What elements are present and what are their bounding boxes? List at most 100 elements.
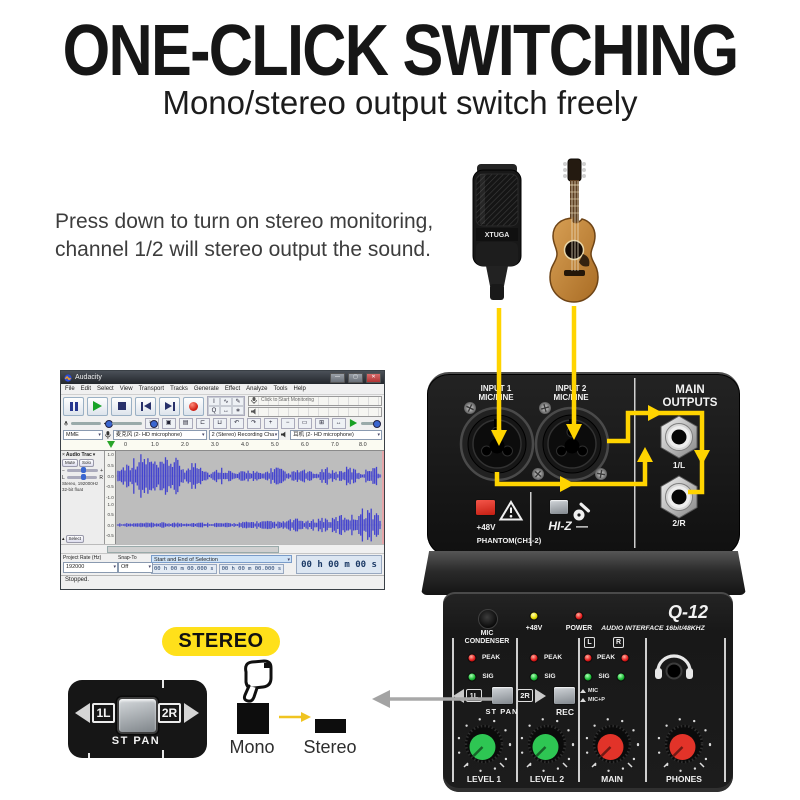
envelope-tool-button[interactable]: ∿ bbox=[220, 397, 232, 406]
scrollbar-thumb[interactable] bbox=[107, 546, 279, 553]
recording-meter[interactable]: Click to Start Monitoring bbox=[248, 395, 382, 406]
model-label: Q-12 bbox=[667, 602, 709, 622]
tick-7: 7.0 bbox=[331, 442, 339, 448]
mic-brand-label: XTUGA bbox=[485, 232, 510, 239]
fit-selection-button[interactable]: ▭ bbox=[297, 417, 312, 429]
strip-divider bbox=[452, 638, 454, 782]
stpan-2r-box: 2R bbox=[517, 689, 533, 702]
mute-button[interactable]: Mute bbox=[62, 459, 79, 467]
track-close-icon[interactable]: × bbox=[62, 452, 65, 458]
mixer-front-panel: Q-12 MIC CONDENSER +48V POWER AUDIO INTE… bbox=[443, 592, 733, 792]
warning-triangle-icon bbox=[498, 500, 524, 521]
selection-tool-button[interactable]: I bbox=[208, 397, 220, 406]
maximize-button[interactable]: ▢ bbox=[348, 372, 363, 383]
audio-position-display: 00 h 00 m 00 s bbox=[296, 555, 382, 574]
selection-mode-select[interactable]: Start and End of Selection bbox=[151, 555, 292, 563]
menu-analyze[interactable]: Analyze bbox=[246, 386, 268, 392]
zoom-toggle-button[interactable]: ↔ bbox=[331, 417, 346, 429]
play-button[interactable] bbox=[87, 396, 108, 416]
minimize-button[interactable]: — bbox=[330, 372, 345, 383]
output-1L-label: 1/L bbox=[672, 460, 686, 470]
tick-6: 6.0 bbox=[301, 442, 309, 448]
menu-edit[interactable]: Edit bbox=[80, 386, 92, 392]
skip-end-button[interactable] bbox=[159, 396, 180, 416]
strip-divider bbox=[645, 638, 647, 782]
record-channels-select[interactable]: 2 (Stereo) Recording Cha bbox=[208, 429, 280, 440]
playback-meter[interactable] bbox=[248, 406, 382, 417]
skip-start-button[interactable] bbox=[135, 396, 156, 416]
play-at-speed-button[interactable] bbox=[349, 419, 357, 427]
select-button[interactable]: Select bbox=[65, 535, 85, 543]
ch2-sig-label: SIG bbox=[544, 673, 556, 680]
snap-to-select[interactable]: Off bbox=[118, 562, 153, 573]
menu-select[interactable]: Select bbox=[97, 386, 114, 392]
play-speed-slider[interactable] bbox=[360, 419, 381, 428]
zoom-in-button[interactable]: + bbox=[263, 417, 278, 429]
menu-tools[interactable]: Tools bbox=[273, 386, 288, 392]
page-title: ONE-CLICK SWITCHING bbox=[62, 11, 740, 91]
stpan-1l-box: 1L bbox=[466, 689, 482, 702]
playback-volume-slider[interactable] bbox=[111, 419, 158, 428]
trim-button[interactable]: ⊏ bbox=[195, 417, 210, 429]
phantom-voltage-label: +48V bbox=[476, 523, 496, 532]
close-button[interactable]: ✕ bbox=[366, 372, 381, 383]
pause-button[interactable] bbox=[63, 396, 84, 416]
stop-button[interactable] bbox=[111, 396, 132, 416]
fit-project-button[interactable]: ⊞ bbox=[314, 417, 329, 429]
right-channel-box: R bbox=[613, 637, 624, 648]
waveform-left-channel[interactable] bbox=[115, 451, 382, 501]
redo-button[interactable]: ↷ bbox=[246, 417, 261, 429]
rec-mode-mic: MIC bbox=[580, 688, 598, 694]
gain-slider[interactable] bbox=[66, 467, 99, 473]
input-device-select[interactable]: 麦克风 (2- HD microphone) bbox=[112, 429, 207, 440]
mic-volume-icon bbox=[64, 420, 69, 426]
record-button[interactable] bbox=[183, 396, 204, 416]
draw-tool-button[interactable]: ✎ bbox=[232, 397, 244, 406]
menu-effect[interactable]: Effect bbox=[224, 386, 241, 392]
play-pin-icon bbox=[107, 441, 115, 448]
pan-slider[interactable] bbox=[66, 474, 98, 480]
menu-file[interactable]: File bbox=[65, 386, 75, 392]
menu-view[interactable]: View bbox=[119, 386, 133, 392]
selection-start-field[interactable]: 00 h 00 m 00.000 s bbox=[151, 564, 217, 574]
illustration-left-arrow-icon bbox=[75, 703, 90, 723]
track-menu-caret-icon[interactable]: ▾ bbox=[92, 452, 96, 458]
collapse-icon[interactable]: ▴ bbox=[62, 536, 65, 542]
silence-button[interactable]: ⊔ bbox=[212, 417, 227, 429]
multi-tool-button[interactable]: ∗ bbox=[232, 406, 244, 415]
selection-end-field[interactable]: 00 h 00 m 00.000 s bbox=[218, 564, 285, 574]
menu-tracks[interactable]: Tracks bbox=[170, 386, 188, 392]
waveform-right-channel[interactable] bbox=[115, 501, 382, 549]
guitar-hiz-icon bbox=[573, 502, 591, 521]
project-rate-label: Project Rate (Hz) bbox=[63, 555, 102, 561]
main-peak-led-right bbox=[620, 653, 630, 663]
output-device-icon bbox=[281, 431, 286, 438]
project-rate-select[interactable]: 192000 bbox=[63, 562, 118, 573]
timeshift-tool-button[interactable]: ↔ bbox=[220, 406, 232, 415]
pause-icon bbox=[69, 401, 78, 411]
menu-help[interactable]: Help bbox=[293, 386, 306, 392]
menu-transport[interactable]: Transport bbox=[138, 386, 165, 392]
zoom-tool-button[interactable]: Q bbox=[208, 406, 220, 415]
horizontal-scrollbar[interactable] bbox=[61, 544, 384, 553]
rec-mode-mic-icon bbox=[580, 689, 586, 693]
rear-sub-divider bbox=[530, 492, 532, 546]
recording-volume-slider[interactable] bbox=[71, 419, 114, 428]
illustration-1l-box: 1L bbox=[92, 703, 115, 723]
phantom-led bbox=[529, 611, 539, 621]
undo-button[interactable]: ↶ bbox=[229, 417, 244, 429]
copy-button[interactable]: ▣ bbox=[161, 417, 176, 429]
paste-button[interactable]: ▤ bbox=[178, 417, 193, 429]
audio-host-select[interactable]: MME bbox=[63, 429, 103, 440]
panel-tick bbox=[88, 753, 90, 758]
main-peak-led-left bbox=[583, 653, 593, 663]
tick-0: 0 bbox=[124, 442, 128, 448]
solo-button[interactable]: Solo bbox=[79, 459, 95, 467]
track-name[interactable]: Audio Trac bbox=[65, 452, 92, 458]
menu-generate[interactable]: Generate bbox=[193, 386, 219, 392]
mic-meter-icon bbox=[251, 397, 257, 404]
zoom-out-button[interactable]: − bbox=[280, 417, 295, 429]
rec-mode-micp-icon bbox=[580, 698, 586, 702]
output-device-select[interactable]: 耳机 (2- HD microphone) bbox=[290, 429, 383, 440]
timeline-ruler[interactable]: 0 1.0 2.0 3.0 4.0 5.0 6.0 7.0 8.0 bbox=[61, 440, 384, 451]
